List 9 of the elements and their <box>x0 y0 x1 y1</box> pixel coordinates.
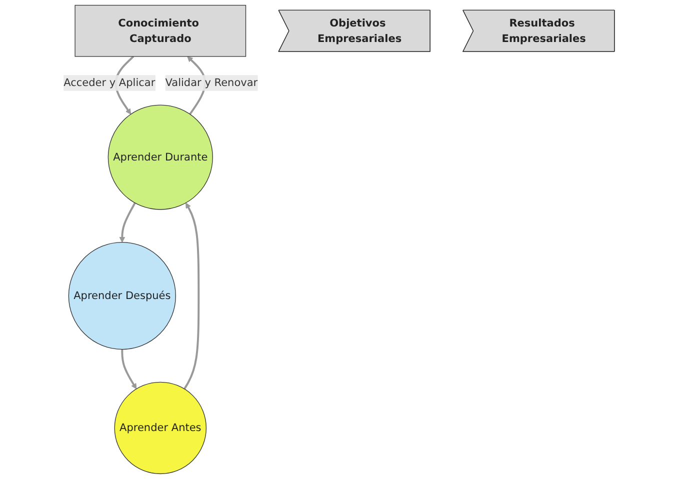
edge-label: Validar y Renovar <box>165 76 258 89</box>
node-box: Conocimiento Capturado <box>74 4 246 57</box>
node-circle: Aprender Durante <box>108 104 213 210</box>
arrow <box>121 349 137 390</box>
node-circle: Aprender Antes <box>114 382 207 474</box>
arrow <box>119 202 136 243</box>
node-circle: Aprender Después <box>68 242 176 350</box>
arrow <box>184 202 200 390</box>
edge-label: Acceder y Aplicar <box>64 76 156 89</box>
